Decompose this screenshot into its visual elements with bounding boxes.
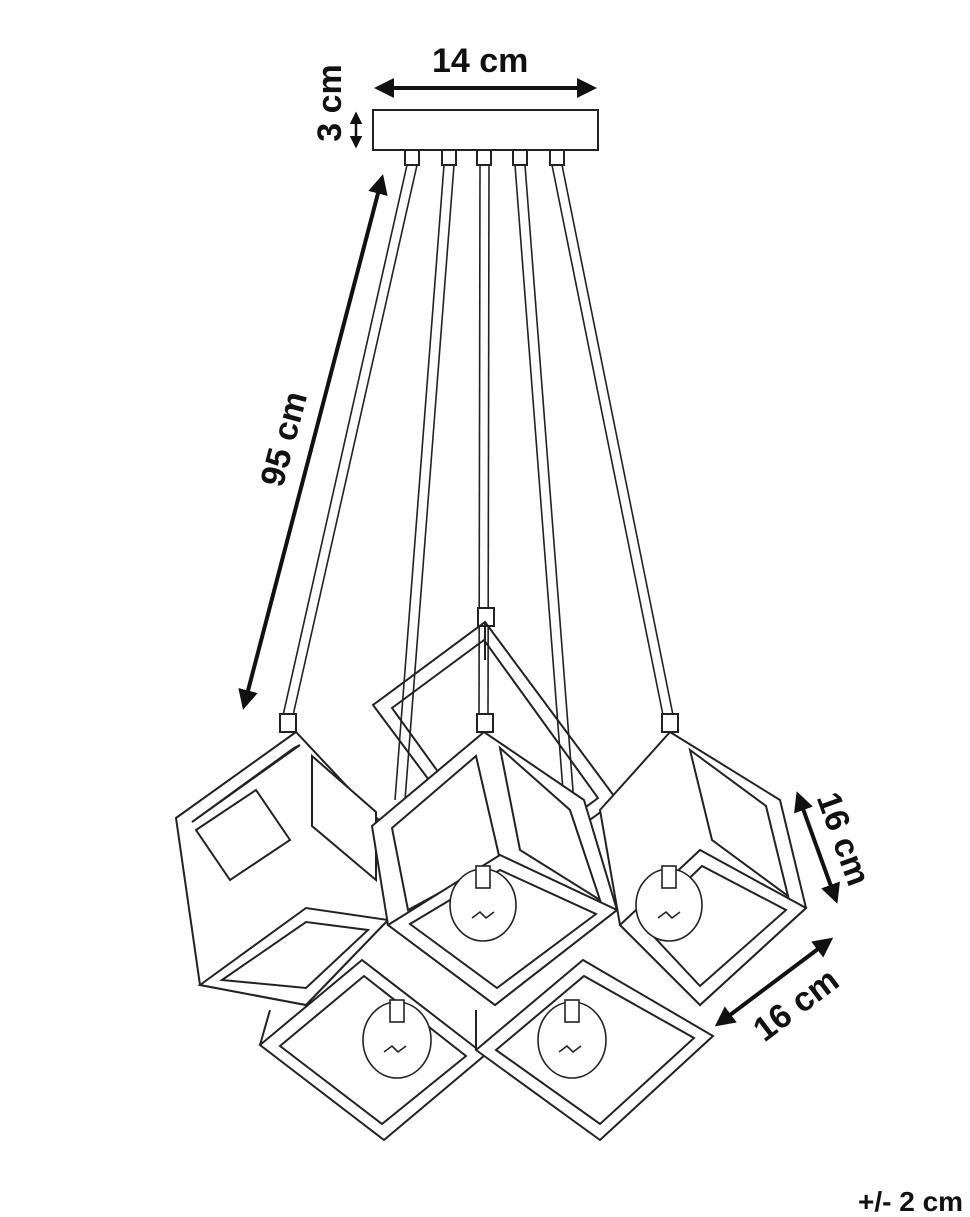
- cable-length-arrow: [238, 174, 388, 710]
- cube-shade-left: [174, 730, 391, 1007]
- dimension-arrows: [238, 78, 840, 1027]
- cube-shade-right: [598, 730, 808, 1007]
- light-bulbs: [362, 865, 703, 1079]
- tolerance-label: +/- 2 cm: [858, 1186, 964, 1217]
- ceiling-canopy: [372, 109, 599, 166]
- canopy-height-label: 3 cm: [310, 64, 349, 142]
- canopy-width-label: 14 cm: [432, 42, 529, 80]
- shade-width-arrow: [714, 937, 834, 1027]
- shade-height-arrow: [794, 791, 840, 904]
- suspension-cables: [281, 164, 675, 831]
